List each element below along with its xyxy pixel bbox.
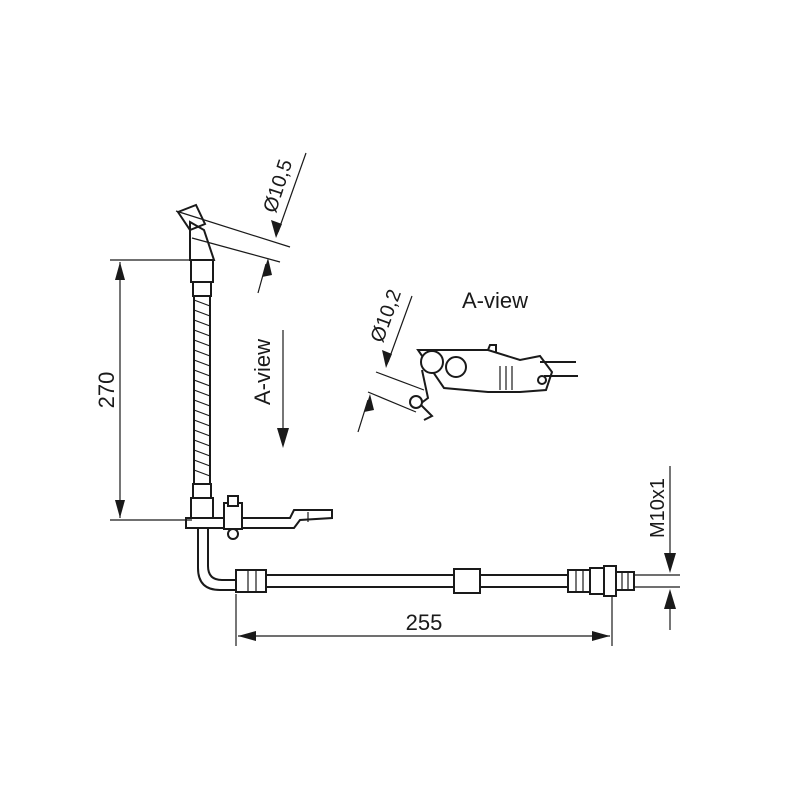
dimension-255: 255 — [235, 594, 613, 646]
hose-braid-pattern — [193, 299, 211, 477]
bent-pipe — [197, 528, 240, 591]
horizontal-hose-section — [235, 565, 635, 597]
a-view-arrow-label: A-view — [250, 339, 275, 405]
dimension-top-diameter: Ø10,5 — [257, 152, 307, 294]
dimension-thread-label: M10x1 — [647, 478, 669, 538]
dimension-270: 270 — [94, 259, 192, 521]
detail-view-title: A-view — [462, 288, 528, 313]
dimension-thread: M10x1 — [634, 466, 680, 630]
top-banjo-fitting — [175, 203, 291, 263]
dimension-detail-diameter-label: Ø10,2 — [367, 287, 406, 346]
vertical-hose-section — [190, 259, 214, 519]
dimension-detail-diameter: Ø10,2 — [357, 287, 413, 433]
dimension-top-diameter-label: Ø10,5 — [259, 157, 297, 216]
a-view-direction: A-view — [250, 330, 289, 448]
detail-fitting — [367, 344, 578, 421]
down-arrow-icon — [277, 428, 289, 448]
dimension-255-label: 255 — [406, 610, 443, 635]
mounting-bracket — [185, 495, 333, 540]
detail-a-view: A-view Ø10,2 — [357, 287, 578, 433]
dimension-270-label: 270 — [94, 372, 119, 409]
